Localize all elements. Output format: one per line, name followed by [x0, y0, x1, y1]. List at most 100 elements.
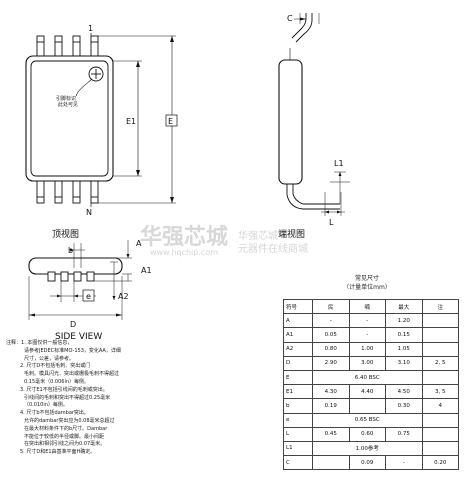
- table-cell-note: [421, 327, 459, 343]
- watermark-line2: 元器件在线商城: [238, 242, 308, 255]
- table-cell-note: 4: [421, 398, 459, 414]
- table-cell-note: [421, 412, 459, 428]
- notes-line: 在突出和相邻引线之间为0.07毫米。: [24, 441, 106, 448]
- notes-line: 2. 尺寸D不包括毛刺、突出或门: [20, 363, 91, 370]
- dim-A-label: A: [136, 239, 142, 248]
- table-cell-max: 0.75: [385, 426, 423, 442]
- table-cell-sym: C: [283, 455, 313, 471]
- table-cell-max: 3.10: [385, 355, 423, 371]
- table-cell-max: -: [385, 455, 423, 471]
- header-nom: 喃: [348, 298, 386, 315]
- table-cell-note: 2, 5: [421, 355, 459, 371]
- dimension-table-header: 符号 民 喃 最大 注: [283, 298, 459, 315]
- end-view: [278, 13, 350, 216]
- table-cell-sym: D: [283, 355, 313, 371]
- notes-line: 允许的dambar突出应为0.08毫米总超过: [24, 417, 115, 424]
- table-cell-max: 1.20: [385, 313, 423, 329]
- table-cell-sym: A1: [283, 327, 313, 343]
- table-cell-min: 0.45: [312, 426, 350, 442]
- table-cell-nom: -: [348, 313, 386, 329]
- watermark-brand: 华强芯城: [140, 224, 228, 250]
- table-cell-nom: 0.09: [348, 455, 386, 471]
- table-cell-nom: 4.40: [348, 384, 386, 400]
- side-view: [28, 240, 132, 320]
- table-row: A--1.20: [283, 313, 459, 329]
- header-max: 最大: [385, 298, 423, 315]
- top-view: [25, 33, 178, 207]
- notes-line: 毛刺。模具闪光、突出或栅极毛刺不得超过: [24, 371, 120, 378]
- dim-A2-label: A2: [118, 292, 129, 301]
- table-cell-span: 0.65 BSC: [312, 412, 423, 428]
- table-cell-max: 4.50: [385, 384, 423, 400]
- watermark: 华强芯城 www.hqchip.com 华强芯城 元器件在线商城: [140, 224, 308, 257]
- notes-line: 引线间的毛刺和突出不得超过0.25毫米: [24, 394, 111, 401]
- table-cell-max: 0.15: [385, 327, 423, 343]
- table-cell-note: 0.20: [421, 455, 459, 471]
- table-cell-note: [421, 341, 459, 357]
- table-cell-nom: 3.00: [348, 355, 386, 371]
- table-cell-sym: A2: [283, 341, 313, 357]
- dim-b-label: b: [68, 246, 73, 255]
- dimension-table-title-2: （计量单位mm）: [343, 284, 391, 291]
- bottom-pins: [36, 180, 99, 204]
- table-cell-sym: L: [283, 426, 313, 442]
- table-cell-note: [421, 313, 459, 329]
- table-cell-nom: 0.60: [348, 426, 386, 442]
- table-cell-note: [421, 369, 459, 386]
- table-cell-min: 0.19: [312, 398, 350, 414]
- watermark-line1: 华强芯城: [238, 229, 278, 242]
- table-cell-sym: e: [283, 412, 313, 428]
- notes-block: 注释：1. 本图仅供一般信息， 请参考JEDEC标准MO-153，变化AA，详细…: [6, 340, 186, 457]
- notes-text: 1. 本图仅供一般信息，: [21, 340, 73, 346]
- notes-line: 请参考JEDEC标准MO-153，变化AA，详细: [24, 347, 121, 354]
- table-cell-min: 4.30: [312, 384, 350, 400]
- table-cell-sym: b: [283, 398, 313, 414]
- notes-line: 5. 尺寸D和E1由基准平面H确定。: [20, 449, 96, 456]
- table-cell-min: 0.05: [312, 327, 350, 343]
- dim-E1-label: E1: [126, 117, 136, 126]
- table-cell-sym: L1: [283, 440, 313, 457]
- dim-D-label: D: [70, 320, 76, 329]
- notes-line: 0.15毫米（0.006in）每侧。: [24, 378, 90, 385]
- top-pins: [36, 35, 99, 57]
- table-cell-span: 6.40 BSC: [312, 369, 423, 386]
- pin1-marker-note-1: 引脚标识: [56, 95, 76, 102]
- notes-line: 4. 尺寸b不包括dambar突出。: [20, 410, 89, 417]
- top-view-title: 顶视图: [52, 228, 79, 240]
- table-cell-max: 1.05: [385, 341, 423, 357]
- table-cell-nom: 1.00: [348, 341, 386, 357]
- dimension-table-title-1: 常见尺寸: [354, 275, 379, 282]
- table-cell-min: 2.90: [312, 355, 350, 371]
- table-cell-min: 0.80: [312, 341, 350, 357]
- notes-line: 不能位于较低的半径或脚。最小间距: [24, 433, 105, 440]
- dim-A1-label: A1: [141, 266, 152, 275]
- end-view-title: 端视图: [278, 228, 305, 240]
- notes-line: 3. 尺寸E1不包括引线间的毛刺或突出。: [20, 386, 108, 393]
- table-cell-min: -: [312, 313, 350, 329]
- notes-line: 尺寸，公差，请参考。: [24, 355, 75, 362]
- notes-line-1: 注释：1. 本图仅供一般信息，: [6, 340, 186, 348]
- table-cell-note: [421, 440, 459, 457]
- header-symbol: 符号: [283, 298, 313, 315]
- pin1-label: 1: [88, 24, 93, 33]
- table-cell-sym: E: [283, 369, 313, 386]
- pinN-label: N: [86, 208, 92, 217]
- table-cell-note: [421, 426, 459, 442]
- header-min: 民: [312, 298, 350, 315]
- dim-L1-label: L1: [334, 159, 344, 168]
- table-row: C 0.09-0.20: [283, 455, 459, 471]
- dim-C-label: C: [287, 14, 293, 23]
- table-cell-nom: -: [348, 327, 386, 343]
- dim-L-label: L: [329, 218, 334, 227]
- notes-header: 注释：: [6, 340, 22, 346]
